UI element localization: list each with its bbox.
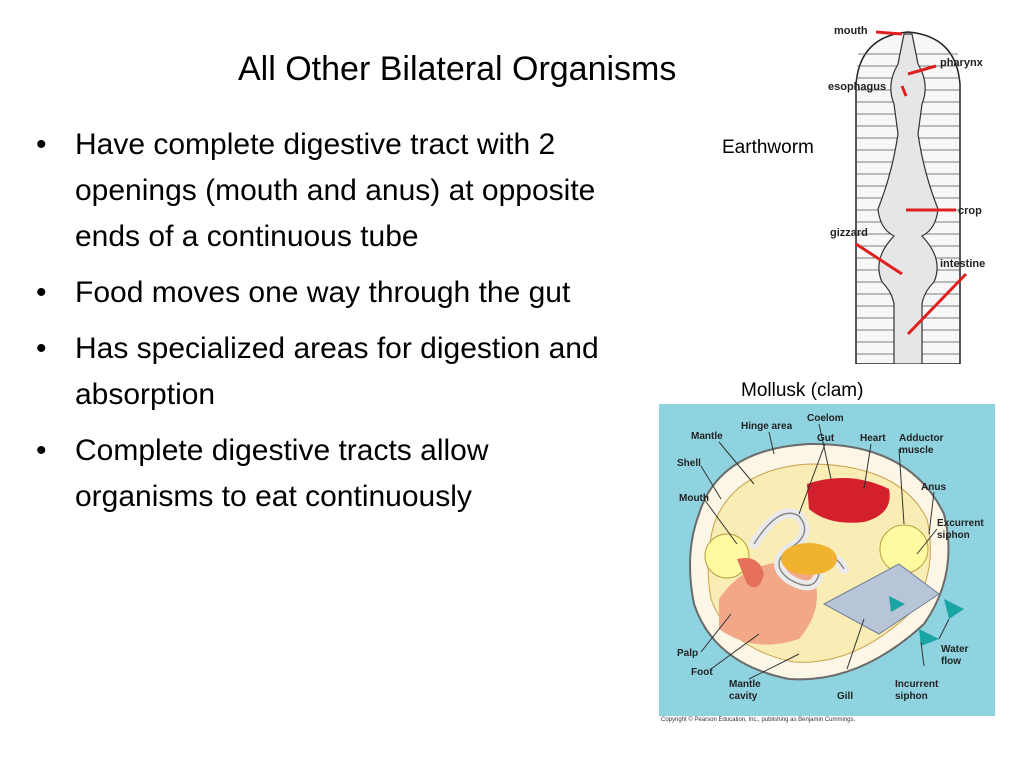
label-heart: Heart xyxy=(860,433,886,444)
label-excurrent-siphon: siphon xyxy=(937,530,970,541)
clam-caption: Mollusk (clam) xyxy=(741,380,864,401)
clam-pointer-lines xyxy=(700,423,950,680)
bullet-item: • Complete digestive tracts allow organis… xyxy=(30,428,610,520)
earthworm-caption: Earthworm xyxy=(722,137,814,158)
label-anus: Anus xyxy=(921,482,946,493)
clam-heart xyxy=(807,478,890,523)
bullet-dot-icon: • xyxy=(36,332,47,365)
bullet-text: Has specialized areas for digestion and … xyxy=(75,332,599,411)
clam-gill xyxy=(822,563,940,635)
copyright-text: Copyright © Pearson Education, Inc., pub… xyxy=(661,717,856,723)
bullet-dot-icon: • xyxy=(36,128,47,161)
label-palp: Palp xyxy=(677,648,698,659)
bullet-text: Have complete digestive tract with 2 ope… xyxy=(75,128,596,253)
label-incurrent: Incurrent xyxy=(895,679,939,690)
label-shell: Shell xyxy=(677,458,701,469)
label-incurrent-siphon: siphon xyxy=(895,691,928,702)
label-gill: Gill xyxy=(837,691,853,702)
clam-diagram: Coelom Hinge area Mantle Gut Heart Adduc… xyxy=(659,404,995,716)
bullet-text: Food moves one way through the gut xyxy=(75,276,571,309)
label-water: Water xyxy=(941,644,969,655)
label-mantle-cavity-1: Mantle xyxy=(729,679,761,690)
label-mantle: Mantle xyxy=(691,431,723,442)
label-esophagus: esophagus xyxy=(828,81,886,93)
bullet-text: Complete digestive tracts allow organism… xyxy=(75,434,489,513)
bullet-item: • Food moves one way through the gut xyxy=(30,270,610,316)
label-crop: crop xyxy=(958,205,982,217)
label-muscle: muscle xyxy=(899,445,934,456)
label-mouth: mouth xyxy=(834,25,868,37)
label-foot: Foot xyxy=(691,667,713,678)
bullet-dot-icon: • xyxy=(36,276,47,309)
label-adductor: Adductor xyxy=(899,433,944,444)
label-flow: flow xyxy=(941,656,961,667)
bullet-item: • Have complete digestive tract with 2 op… xyxy=(30,122,610,260)
water-flow-arrows xyxy=(889,596,964,646)
pointer-lines xyxy=(855,30,968,336)
label-mantle-cavity-2: cavity xyxy=(729,691,758,702)
label-excurrent: Excurrent xyxy=(937,518,984,529)
digestive-gland xyxy=(781,543,837,575)
label-mouth: Mouth xyxy=(679,493,709,504)
bullet-dot-icon: • xyxy=(36,434,47,467)
label-intestine: intestine xyxy=(940,258,985,270)
bullet-list: • Have complete digestive tract with 2 op… xyxy=(30,122,610,530)
adductor-anterior xyxy=(704,533,750,579)
earthworm-diagram: mouth pharynx esophagus crop gizzard int… xyxy=(826,24,998,365)
slide-title: All Other Bilateral Organisms xyxy=(238,50,677,88)
label-gizzard: gizzard xyxy=(830,227,868,239)
clam-palp xyxy=(737,558,764,588)
bullet-item: • Has specialized areas for digestion and… xyxy=(30,326,610,418)
label-hinge-area: Hinge area xyxy=(741,421,793,432)
label-pharynx: pharynx xyxy=(940,57,984,69)
label-gut: Gut xyxy=(817,433,835,444)
label-coelom: Coelom xyxy=(807,413,844,424)
